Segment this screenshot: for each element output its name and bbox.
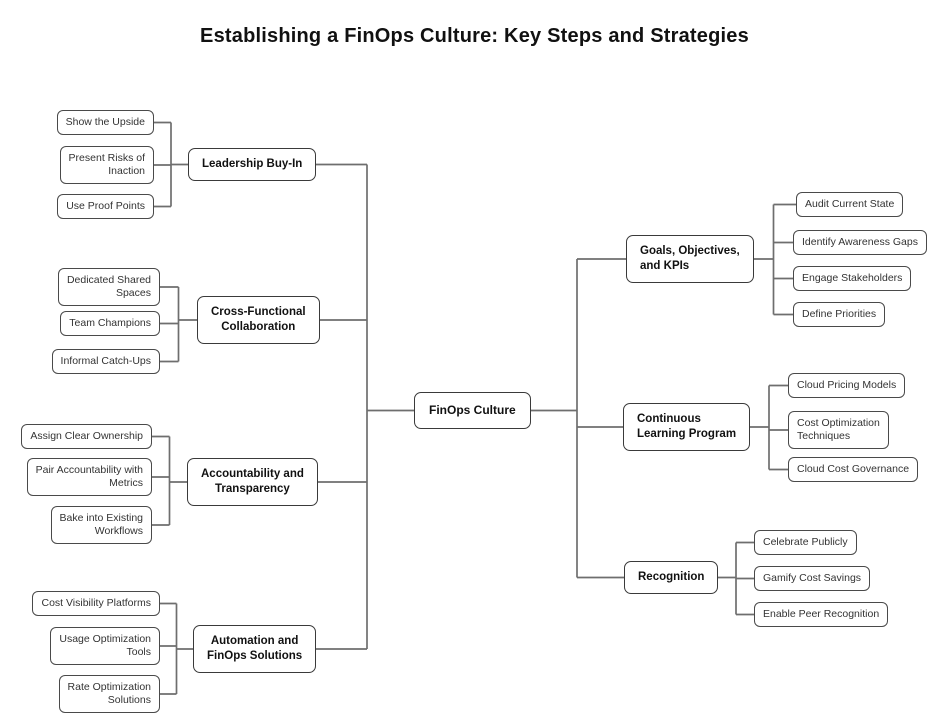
node-gamify-cost-savings: Gamify Cost Savings <box>754 566 871 591</box>
node-team-champions: Team Champions <box>60 311 160 336</box>
node-cloud-pricing-models: Cloud Pricing Models <box>788 373 906 398</box>
node-automation-and-finops-solutions: Automation and FinOps Solutions <box>193 625 317 673</box>
node-recognition: Recognition <box>624 561 719 594</box>
node-informal-catch-ups: Informal Catch-Ups <box>51 349 160 374</box>
node-identify-awareness-gaps: Identify Awareness Gaps <box>793 230 927 255</box>
node-continuous-learning-program: Continuous Learning Program <box>623 403 751 451</box>
node-engage-stakeholders: Engage Stakeholders <box>793 266 912 291</box>
node-bake-into-existing-workflows: Bake into Existing Workflows <box>50 506 152 544</box>
node-leadership-buy-in: Leadership Buy-In <box>188 148 317 181</box>
node-goals-objectives-and-kpis: Goals, Objectives, and KPIs <box>626 235 754 283</box>
node-finops-culture: FinOps Culture <box>414 392 531 429</box>
node-show-the-upside: Show the Upside <box>56 110 154 135</box>
diagram-title: Establishing a FinOps Culture: Key Steps… <box>200 25 749 47</box>
node-rate-optimization-solutions: Rate Optimization Solutions <box>58 675 160 713</box>
node-pair-accountability-with-metrics: Pair Accountability with Metrics <box>26 458 152 496</box>
node-assign-clear-ownership: Assign Clear Ownership <box>21 424 152 449</box>
node-define-priorities: Define Priorities <box>793 302 886 327</box>
node-dedicated-shared-spaces: Dedicated Shared Spaces <box>57 268 160 306</box>
node-enable-peer-recognition: Enable Peer Recognition <box>754 602 889 627</box>
node-celebrate-publicly: Celebrate Publicly <box>754 530 857 555</box>
node-cost-visibility-platforms: Cost Visibility Platforms <box>32 591 160 616</box>
node-usage-optimization-tools: Usage Optimization Tools <box>50 627 160 665</box>
node-use-proof-points: Use Proof Points <box>57 194 154 219</box>
node-audit-current-state: Audit Current State <box>796 192 904 217</box>
node-cloud-cost-governance: Cloud Cost Governance <box>788 457 919 482</box>
node-cost-optimization-techniques: Cost Optimization Techniques <box>788 411 889 449</box>
node-cross-functional-collaboration: Cross-Functional Collaboration <box>197 296 320 344</box>
node-accountability-and-transparency: Accountability and Transparency <box>187 458 318 506</box>
node-present-risks-of-inaction: Present Risks of Inaction <box>59 146 154 184</box>
